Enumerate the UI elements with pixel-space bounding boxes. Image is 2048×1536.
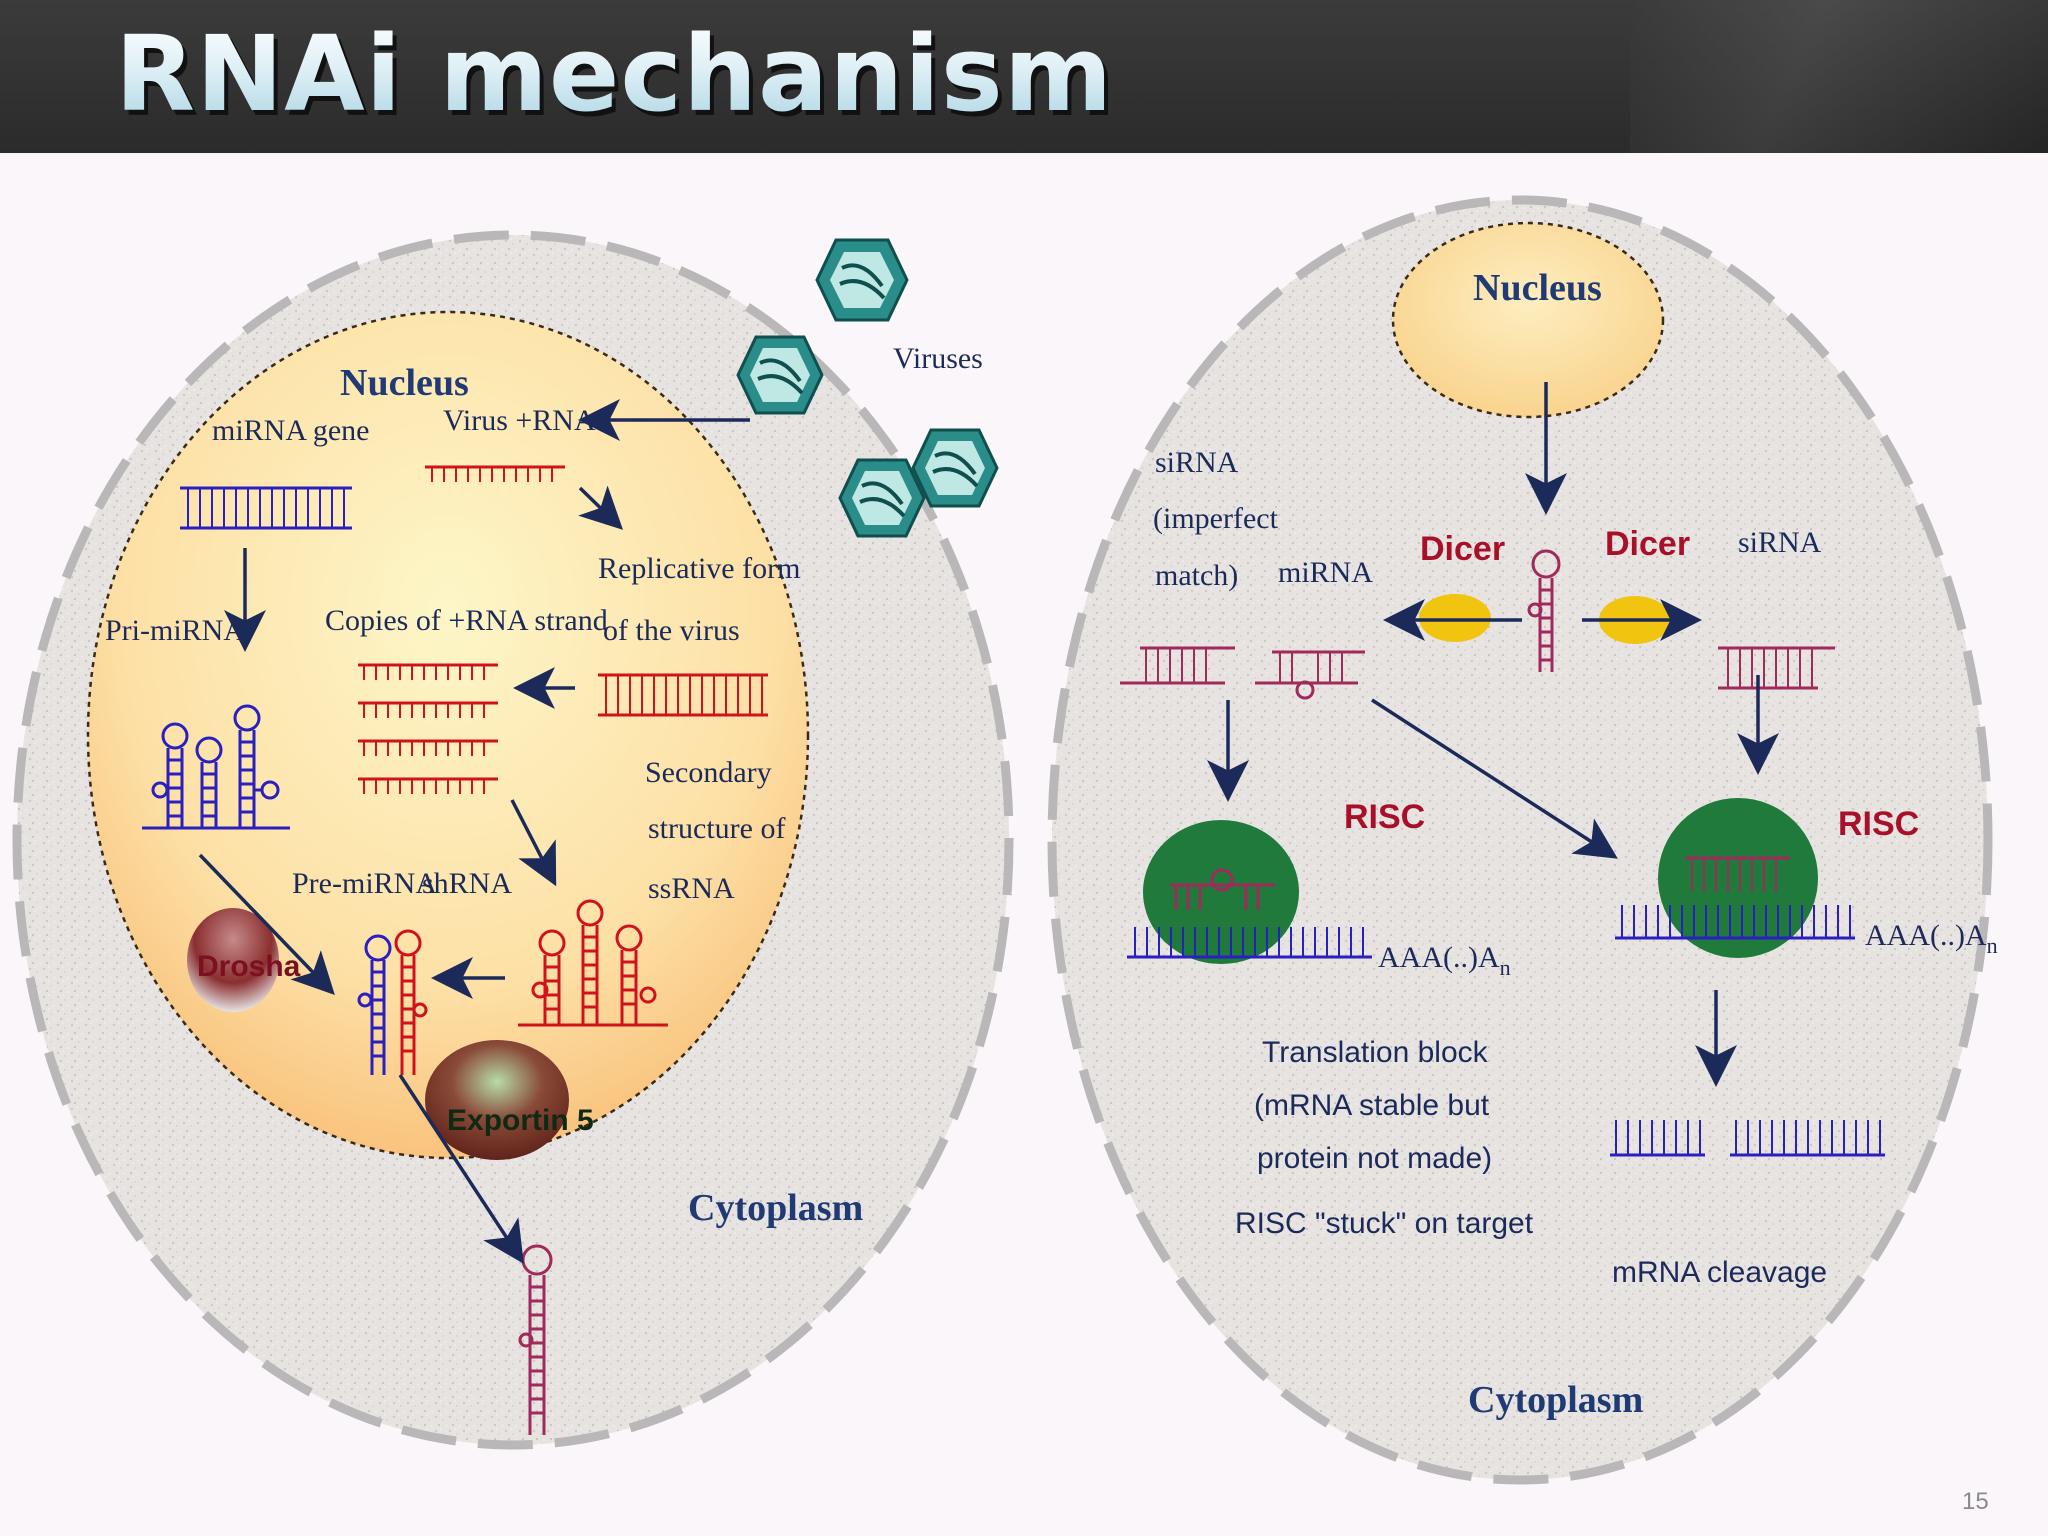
drosha-label: Drosha xyxy=(197,950,301,983)
risc-right-guide xyxy=(1685,856,1790,892)
right-nucleus-label: Nucleus xyxy=(1473,267,1602,309)
dicer-left-label: Dicer xyxy=(1420,530,1505,568)
sirna-imperfect-duplex xyxy=(1120,646,1235,685)
mirna-gene-duplex xyxy=(180,486,352,530)
replicative-label-line2: of the virus xyxy=(603,614,740,647)
translation-block-line1: Translation block xyxy=(1262,1036,1489,1069)
sirna-imperfect-label-line1: siRNA xyxy=(1155,446,1239,479)
pri-mirna-hairpins xyxy=(142,704,290,830)
translation-block-line2: (mRNA stable but xyxy=(1254,1089,1490,1122)
sirna-label: siRNA xyxy=(1738,526,1822,559)
dicer-right-label: Dicer xyxy=(1605,525,1690,563)
risc-right-label: RISC xyxy=(1838,805,1919,843)
translation-block-line4: RISC "stuck" on target xyxy=(1235,1207,1534,1240)
poly-a-right: AAA(..)An xyxy=(1865,919,1998,958)
sirna-imperfect-label-line2: (imperfect xyxy=(1153,502,1279,535)
exportin5-transporter xyxy=(425,1040,569,1160)
virus-rna-strand xyxy=(425,465,565,482)
header-accent xyxy=(1630,0,2048,153)
left-cytoplasm-label: Cytoplasm xyxy=(688,1187,863,1229)
virus-icon xyxy=(736,335,824,415)
replicative-label-line1: Replicative form xyxy=(598,552,800,585)
mirna-duplex xyxy=(1255,650,1365,700)
virus-icon xyxy=(815,238,909,322)
left-nucleus-label: Nucleus xyxy=(340,362,469,404)
copies-label: Copies of +RNA strand xyxy=(325,604,608,637)
pri-mirna-label: Pri-miRNA xyxy=(105,614,245,647)
shrna-label: shRNA xyxy=(422,867,512,900)
viruses-label: Viruses xyxy=(893,342,983,375)
virus-icon xyxy=(911,428,999,508)
poly-a-left: AAA(..)An xyxy=(1378,941,1511,980)
page-number: 15 xyxy=(1962,1488,1989,1515)
rnai-diagram: Viruses Nucleus miRNA gene Virus +RNA Pr… xyxy=(12,195,1998,1485)
shrna-hairpin xyxy=(394,929,428,1075)
mirna-label: miRNA xyxy=(1278,556,1373,589)
secondary-label-line1: Secondary xyxy=(645,756,772,789)
ssrna-secondary-structure xyxy=(518,899,668,1027)
risc-left-guide xyxy=(1170,868,1275,910)
risc-left-label: RISC xyxy=(1344,798,1425,836)
mirna-gene-label: miRNA gene xyxy=(212,414,370,447)
slide-header: RNAi mechanism RNAi mechanism xyxy=(0,0,2048,153)
slide-title-shadow: RNAi mechanism xyxy=(119,19,1117,139)
translation-block-line3: protein not made) xyxy=(1257,1142,1492,1175)
pre-mirna-label: Pre-miRNA xyxy=(292,867,437,900)
virus-rna-label: Virus +RNA xyxy=(443,404,596,437)
cleaved-mrna-fragments xyxy=(1610,1120,1885,1157)
secondary-label-line3: ssRNA xyxy=(648,872,735,905)
pre-mirna-hairpin xyxy=(357,934,392,1075)
sirna-duplex xyxy=(1718,646,1835,690)
right-nucleus xyxy=(1391,221,1665,419)
slide-title: RNAi mechanism xyxy=(115,13,1114,135)
risc-left-complex xyxy=(1143,820,1299,964)
replicative-form-duplex xyxy=(598,673,768,717)
mrna-cleavage-label: mRNA cleavage xyxy=(1612,1256,1827,1289)
right-arrows xyxy=(1207,382,1779,1087)
rna-copies xyxy=(358,663,498,794)
left-cell: Viruses Nucleus miRNA gene Virus +RNA Pr… xyxy=(12,230,1014,1450)
secondary-label-line2: structure of xyxy=(648,812,785,845)
exportin-label: Exportin 5 xyxy=(447,1104,594,1137)
pre-mirna-dicer-substrate xyxy=(1527,549,1561,672)
target-mrna-right xyxy=(1615,905,1855,940)
dicer-left-enzyme xyxy=(1419,594,1491,642)
target-mrna-left xyxy=(1127,927,1372,959)
virus-icon xyxy=(838,458,926,538)
right-cytoplasm-label: Cytoplasm xyxy=(1468,1379,1643,1421)
left-arrows xyxy=(198,399,750,1264)
right-cell: Nucleus Cytoplasm siRNA (imperfect match… xyxy=(1047,195,1998,1485)
sirna-imperfect-label-line3: match) xyxy=(1155,559,1238,592)
left-nucleus xyxy=(86,310,810,1160)
drosha-enzyme xyxy=(187,908,279,1012)
